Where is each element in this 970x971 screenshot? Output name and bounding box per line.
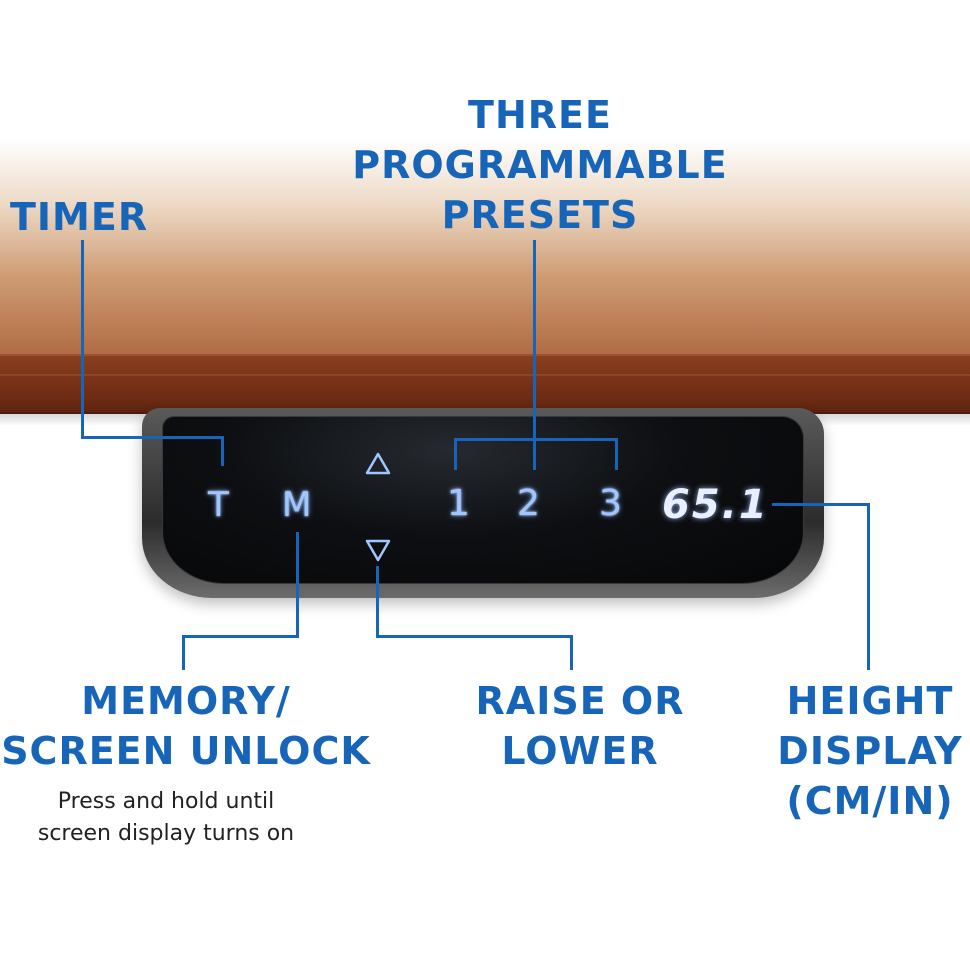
height-callout-line: [867, 503, 870, 670]
raise-lower-callout-line: [376, 635, 573, 638]
timer-label-text: TIMER: [10, 195, 149, 239]
presets-callout-line: [454, 438, 618, 441]
height-label-line1: HEIGHT: [786, 679, 954, 723]
memory-callout-line: [182, 635, 185, 670]
presets-label-line1: THREE: [468, 93, 612, 137]
presets-label: THREE PROGRAMMABLE PRESETS: [330, 90, 750, 240]
control-panel-screen: [162, 416, 804, 584]
memory-note: Press and hold until screen display turn…: [0, 786, 332, 850]
timer-key[interactable]: T: [208, 485, 229, 525]
height-callout-line: [772, 503, 870, 506]
height-label-line3: (CM/IN): [786, 779, 954, 823]
timer-callout-line: [221, 436, 224, 466]
presets-callout-line: [615, 438, 618, 470]
presets-callout-line: [533, 240, 536, 470]
presets-label-line3: PRESETS: [441, 193, 639, 237]
preset-1-key[interactable]: 1: [447, 483, 470, 524]
timer-label: TIMER: [10, 192, 148, 242]
height-label-line2: DISPLAY: [777, 729, 963, 773]
raise-lower-label-line1: RAISE OR: [475, 679, 685, 723]
memory-label: MEMORY/ SCREEN UNLOCK: [0, 676, 372, 776]
preset-3-key[interactable]: 3: [599, 483, 622, 524]
memory-note-line2: screen display turns on: [37, 821, 295, 846]
presets-callout-line: [454, 438, 457, 470]
raise-lower-label: RAISE OR LOWER: [450, 676, 710, 776]
desk-top-surface: [0, 140, 970, 360]
height-readout: 65.1: [662, 482, 769, 528]
memory-note-line1: Press and hold until: [57, 789, 275, 814]
timer-callout-line: [81, 240, 84, 438]
raise-lower-callout-line: [570, 635, 573, 670]
raise-lower-callout-line: [376, 566, 379, 638]
height-display-label: HEIGHT DISPLAY (CM/IN): [772, 676, 968, 826]
memory-callout-line: [296, 532, 299, 638]
preset-2-key[interactable]: 2: [517, 483, 540, 524]
lower-arrow-icon[interactable]: [365, 538, 391, 562]
raise-lower-label-line2: LOWER: [501, 729, 659, 773]
desk-edge: [0, 354, 970, 414]
memory-label-line1: MEMORY/: [81, 679, 291, 723]
presets-label-line2: PROGRAMMABLE: [352, 143, 728, 187]
memory-key[interactable]: M: [282, 485, 312, 525]
raise-arrow-icon[interactable]: [365, 452, 391, 476]
memory-label-line2: SCREEN UNLOCK: [1, 729, 371, 773]
memory-callout-line: [182, 635, 299, 638]
timer-callout-line: [81, 436, 224, 439]
